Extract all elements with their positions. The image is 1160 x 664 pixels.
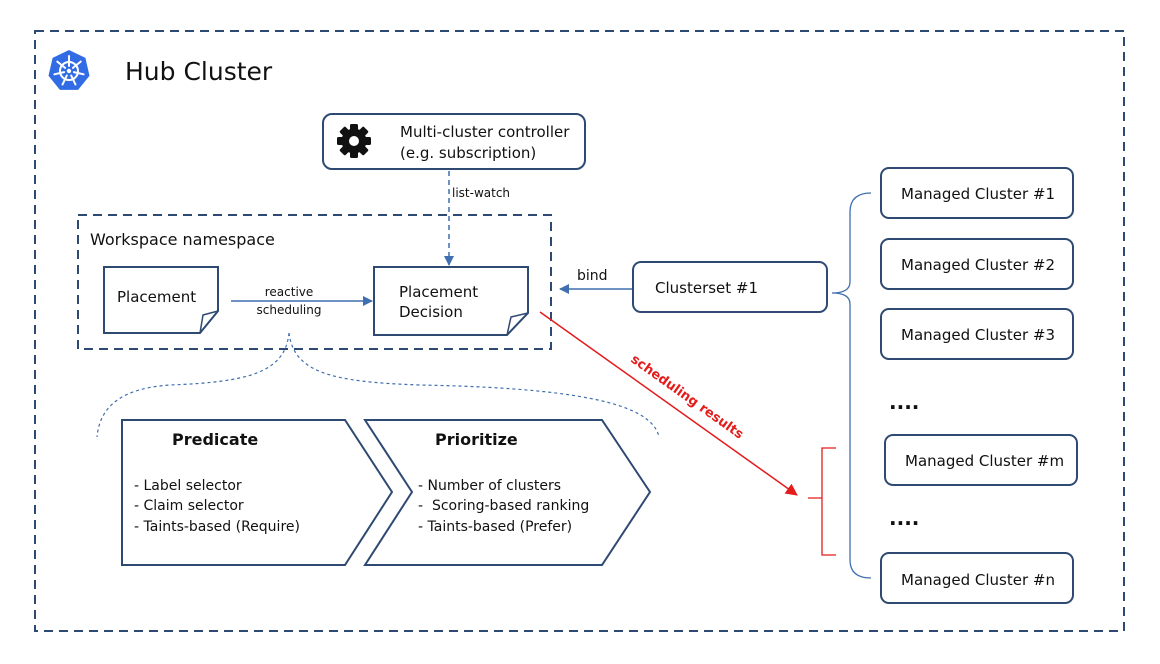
prioritize-title: Prioritize bbox=[435, 430, 518, 449]
placement-document bbox=[103, 266, 219, 334]
scheduling-results-arrow bbox=[539, 311, 798, 496]
controller-box bbox=[322, 113, 586, 170]
placement-page-fold bbox=[199, 310, 219, 334]
managed-cluster-3-label: Managed Cluster #3 bbox=[901, 326, 1055, 344]
workspace-namespace-title: Workspace namespace bbox=[90, 230, 275, 249]
prioritize-item: - Taints-based (Prefer) bbox=[418, 519, 572, 535]
predicate-item: - Claim selector bbox=[134, 498, 244, 514]
managed-cluster-3-box bbox=[880, 308, 1074, 360]
prioritize-chevron bbox=[363, 419, 652, 566]
managed-cluster-1-box bbox=[880, 167, 1074, 219]
predicate-chevron bbox=[121, 419, 394, 566]
managed-clusters-brace bbox=[831, 192, 872, 579]
zoom-callout-right bbox=[288, 332, 660, 438]
controller-label-line2: (e.g. subscription) bbox=[400, 144, 536, 162]
selected-clusters-bracket bbox=[808, 447, 836, 556]
managed-cluster-m-label: Managed Cluster #m bbox=[905, 452, 1064, 470]
predicate-item: - Taints-based (Require) bbox=[134, 519, 300, 535]
managed-cluster-2-label: Managed Cluster #2 bbox=[901, 256, 1055, 274]
gear-icon bbox=[337, 124, 371, 158]
predicate-title: Predicate bbox=[172, 430, 258, 449]
ellipsis-1: .... bbox=[889, 390, 919, 414]
managed-cluster-n-label: Managed Cluster #n bbox=[901, 571, 1055, 589]
placement-decision-page-fold bbox=[506, 312, 529, 336]
clusterset-label: Clusterset #1 bbox=[655, 279, 758, 297]
prioritize-item: - Scoring-based ranking bbox=[418, 498, 589, 514]
reactive-label: reactive bbox=[265, 285, 314, 299]
hub-cluster-title: Hub Cluster bbox=[125, 57, 273, 86]
placement-label: Placement bbox=[117, 288, 196, 306]
managed-cluster-m-box bbox=[884, 434, 1078, 486]
hub-cluster-boundary bbox=[34, 30, 1125, 632]
managed-cluster-n-box bbox=[880, 552, 1074, 604]
controller-label-line1: Multi-cluster controller bbox=[400, 123, 570, 141]
predicate-item: - Label selector bbox=[134, 478, 242, 494]
workspace-namespace-boundary bbox=[77, 214, 552, 350]
clusterset-box bbox=[632, 261, 828, 313]
prioritize-item: - Number of clusters bbox=[418, 478, 561, 494]
zoom-callout-left bbox=[96, 332, 290, 438]
managed-cluster-1-label: Managed Cluster #1 bbox=[901, 185, 1055, 203]
ellipsis-2: .... bbox=[889, 506, 919, 530]
bind-label: bind bbox=[577, 268, 608, 284]
kubernetes-helm-icon bbox=[48, 50, 90, 90]
managed-cluster-2-box bbox=[880, 238, 1074, 290]
placement-decision-label-line1: Placement bbox=[399, 283, 478, 301]
scheduling-label: scheduling bbox=[257, 303, 322, 317]
scheduling-results-label: scheduling results bbox=[628, 352, 747, 443]
list-watch-label: list-watch bbox=[452, 186, 510, 200]
placement-decision-label-line2: Decision bbox=[399, 303, 463, 321]
placement-decision-document bbox=[373, 266, 529, 336]
